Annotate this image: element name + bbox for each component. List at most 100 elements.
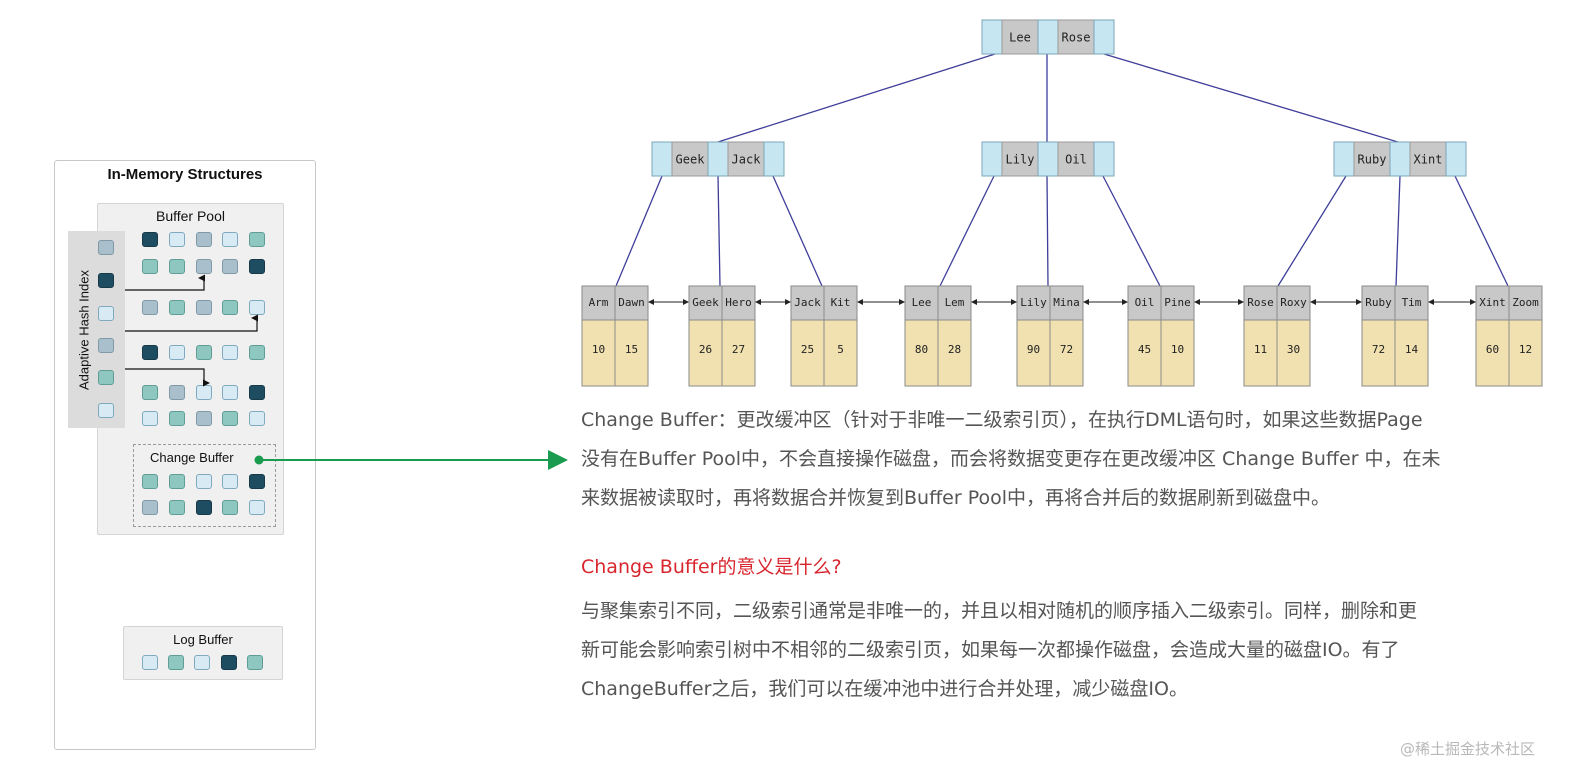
- node-pointer-slot: [651, 141, 673, 177]
- leaf-key-slot: [614, 285, 649, 321]
- hash-pointer-arrow: [125, 314, 259, 332]
- leaf-key: Zoom: [1512, 296, 1539, 309]
- buffer-page-cell: [142, 259, 158, 274]
- leaf-key: Hero: [725, 296, 752, 309]
- root-node-key: Rose: [1062, 31, 1091, 45]
- buffer-page-cell: [222, 232, 238, 247]
- leaf-value: 15: [625, 343, 638, 356]
- leaf-value-slot: [1475, 319, 1510, 387]
- hash-cell: [98, 403, 114, 418]
- leaf-value-slot: [1243, 319, 1278, 387]
- change-buffer-significance: 与聚集索引不同，二级索引通常是非唯一的，并且以相对随机的顺序插入二级索引。同样，…: [581, 592, 1561, 709]
- leaf-value: 5: [837, 343, 844, 356]
- internal-node-key: Oil: [1065, 153, 1087, 167]
- leaf-key-slot: [1049, 285, 1084, 321]
- leaf-value-slot: [823, 319, 858, 387]
- buffer-page-cell: [249, 345, 265, 360]
- buffer-page-cell: [169, 232, 185, 247]
- buffer-page-cell: [142, 385, 158, 400]
- node-key-slot: [1001, 141, 1039, 177]
- leaf-key-slot: [1127, 285, 1162, 321]
- change-buffer-cell: [249, 500, 265, 515]
- node-key-slot: [727, 141, 765, 177]
- buffer-page-cell: [196, 300, 212, 315]
- leaf-key: Lee: [912, 296, 932, 309]
- buffer-page-cell: [196, 259, 212, 274]
- leaf-key-slot: [937, 285, 972, 321]
- node-pointer-slot: [1037, 19, 1059, 55]
- leaf-key-slot: [1160, 285, 1195, 321]
- change-buffer-label: Change Buffer: [150, 450, 234, 465]
- leaf-value: 72: [1060, 343, 1073, 356]
- node-key-slot: [1353, 141, 1391, 177]
- leaf-key: Lem: [945, 296, 965, 309]
- hash-cell: [98, 338, 114, 353]
- buffer-page-cell: [222, 385, 238, 400]
- leaf-key: Rose: [1247, 296, 1274, 309]
- buffer-page-cell: [169, 259, 185, 274]
- buffer-page-cell: [142, 411, 158, 426]
- tree-edge: [717, 53, 996, 143]
- leaf-key: Dawn: [618, 296, 645, 309]
- buffer-page-cell: [222, 411, 238, 426]
- tree-edges: [615, 53, 1509, 287]
- change-buffer-box: [133, 444, 276, 527]
- node-pointer-slot: [1389, 141, 1411, 177]
- leaf-value: 26: [699, 343, 712, 356]
- buffer-page-cell: [169, 300, 185, 315]
- buffer-page-cell: [196, 411, 212, 426]
- significance-line: 新可能会影响索引树中不相邻的二级索引页，如果每一次都操作磁盘，会造成大量的磁盘I…: [581, 639, 1400, 661]
- description-line: 没有在Buffer Pool中，不会直接操作磁盘，而会将数据变更存在更改缓冲区 …: [581, 448, 1441, 470]
- log-buffer-box: [123, 626, 283, 680]
- node-key-slot: [671, 141, 709, 177]
- log-buffer-cell: [221, 655, 237, 670]
- change-buffer-cell: [249, 474, 265, 489]
- tree-edge: [615, 175, 663, 287]
- hash-cell: [98, 240, 114, 255]
- leaf-value-slot: [721, 319, 756, 387]
- leaf-value-slot: [1361, 319, 1396, 387]
- buffer-page-cell: [196, 345, 212, 360]
- leaf-value: 10: [1171, 343, 1184, 356]
- change-buffer-dot: [254, 455, 264, 465]
- leaf-key: Tim: [1402, 296, 1422, 309]
- left-connectors: [125, 274, 568, 470]
- internal-node-key: Lily: [1006, 153, 1035, 167]
- leaf-value: 12: [1519, 343, 1532, 356]
- leaf-key: Xint: [1479, 296, 1506, 309]
- hash-pointer-arrow: [125, 368, 210, 387]
- leaf-key: Jack: [794, 296, 821, 309]
- leaf-value: 10: [592, 343, 605, 356]
- node-pointer-slot: [981, 141, 1003, 177]
- leaf-key-slot: [823, 285, 858, 321]
- leaf-value: 14: [1405, 343, 1419, 356]
- tree-edge: [1046, 175, 1049, 287]
- significance-line: 与聚集索引不同，二级索引通常是非唯一的，并且以相对随机的顺序插入二级索引。同样，…: [581, 600, 1418, 622]
- leaf-key: Arm: [589, 296, 609, 309]
- leaf-key: Ruby: [1365, 296, 1392, 309]
- significance-line: ChangeBuffer之后，我们可以在缓冲池中进行合并处理，减少磁盘IO。: [581, 678, 1188, 700]
- internal-node-key: Xint: [1414, 153, 1443, 167]
- leaf-key: Mina: [1053, 296, 1080, 309]
- leaf-key: Geek: [692, 296, 719, 309]
- log-buffer-label: Log Buffer: [173, 632, 233, 647]
- buffer-page-cell: [169, 411, 185, 426]
- hash-cell: [98, 273, 114, 288]
- buffer-page-cell: [142, 345, 158, 360]
- root-node-key: Lee: [1009, 31, 1031, 45]
- watermark: @稀土掘金技术社区: [1400, 740, 1536, 758]
- change-buffer-cell: [142, 500, 158, 515]
- buffer-page-cell: [222, 259, 238, 274]
- leaf-key-slot: [1016, 285, 1051, 321]
- buffer-page-cell: [169, 385, 185, 400]
- change-buffer-cell: [222, 500, 238, 515]
- buffer-page-cell: [222, 300, 238, 315]
- leaf-value: 30: [1287, 343, 1300, 356]
- log-buffer-cell: [168, 655, 184, 670]
- node-pointer-slot: [1333, 141, 1355, 177]
- leaf-value-slot: [614, 319, 649, 387]
- tree-edge: [1277, 175, 1347, 287]
- leaf-key: Roxy: [1280, 296, 1307, 309]
- tree-edge: [1395, 175, 1401, 287]
